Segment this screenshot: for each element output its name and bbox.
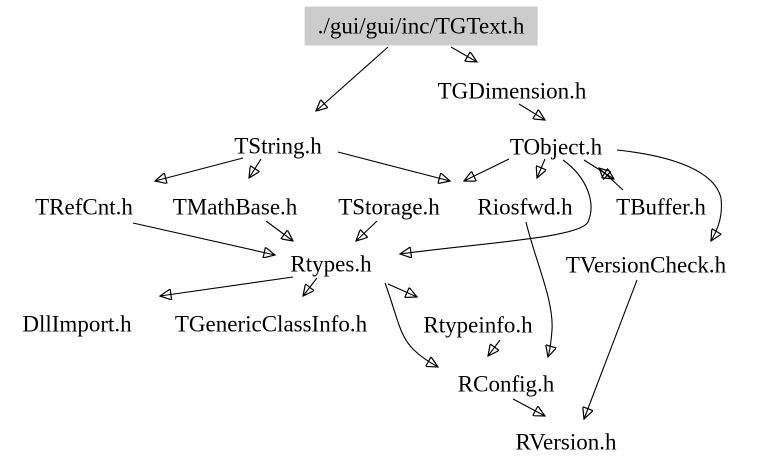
edge-tobject-tstorage [464,158,510,181]
edge-trefcnt-rtypes [132,222,275,255]
node-riosfwd[interactable]: Riosfwd.h [477,194,573,220]
edge-tstorage-rtypes [356,220,378,241]
edge-rtypes-rtypeinfo [387,283,417,297]
node-rtypes[interactable]: Rtypes.h [290,251,372,277]
node-tbuffer[interactable]: TBuffer.h [616,194,706,220]
node-tgtext[interactable]: ./gui/gui/inc/TGText.h [304,6,538,46]
node-rversion[interactable]: RVersion.h [515,429,617,455]
node-trefcnt[interactable]: TRefCnt.h [35,194,133,220]
node-tversioncheck[interactable]: TVersionCheck.h [565,252,727,278]
edge-tobject-riosfwd [537,158,545,178]
edge-rconfig-rversion [512,398,545,416]
node-rtypeinfo[interactable]: Rtypeinfo.h [423,312,533,338]
edge-rtypes-rconfig [384,282,438,367]
edge-tstring-tstorage [337,151,450,181]
edge-tgdimension-tobject [518,103,545,120]
edge-tobject-tversioncheck [616,149,722,241]
edge-tstring-tmathbase [249,158,262,178]
edge-tstring-trefcnt [155,157,244,181]
node-tobject[interactable]: TObject.h [509,134,603,160]
node-tstring[interactable]: TString.h [234,133,322,159]
edge-tversioncheck-rversion [584,279,638,419]
node-tstorage[interactable]: TStorage.h [338,194,440,220]
edge-tbuffer-tobject [599,168,624,191]
edge-tobject-rtypes [400,159,592,254]
node-tmathbase[interactable]: TMathBase.h [172,194,298,220]
edge-tgtext-tgdimension [450,46,477,62]
edge-rtypes-dllimport [160,276,294,296]
edge-tobject-tbuffer [583,159,614,179]
edge-tmathbase-rtypes [265,220,293,241]
node-rconfig[interactable]: RConfig.h [457,371,555,397]
edge-rtypeinfo-rconfig [488,339,501,356]
node-dllimport[interactable]: DllImport.h [22,311,132,337]
node-tgdimension[interactable]: TGDimension.h [437,78,587,104]
edge-riosfwd-rconfig [525,221,552,357]
node-tgenericclassinfo[interactable]: TGenericClassInfo.h [174,311,368,337]
edge-tgtext-tstring [316,46,389,111]
edge-rtypes-tgenericclassinfo [303,277,318,296]
